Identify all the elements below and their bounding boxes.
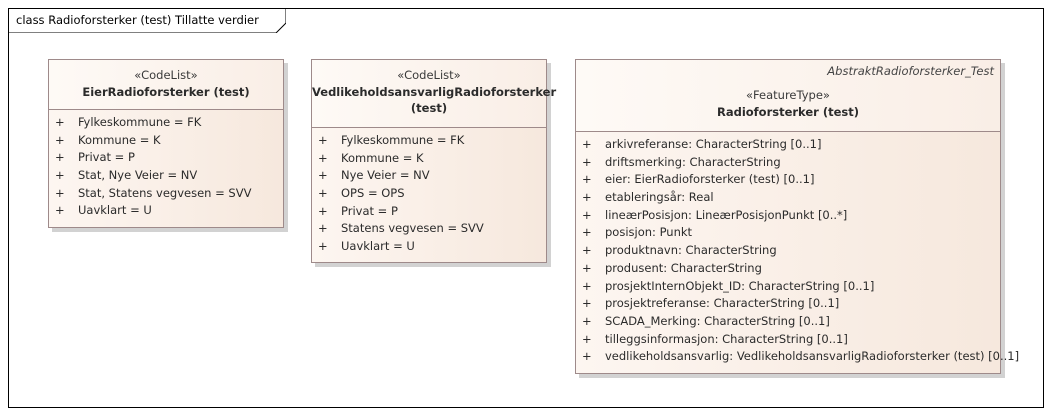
frame-tab-shape bbox=[8, 8, 286, 33]
attribute-row[interactable]: + Nye Veier = NV bbox=[312, 167, 546, 185]
class-header: AbstraktRadioforsterker_Test «FeatureTyp… bbox=[576, 60, 1000, 132]
attribute-text: Kommune = K bbox=[78, 132, 161, 147]
class-vedlikeholdsansvarlig-radioforsterker[interactable]: «CodeList» VedlikeholdsansvarligRadiofor… bbox=[311, 59, 557, 263]
attribute-row[interactable]: + Privat = P bbox=[312, 203, 546, 221]
visibility-marker: + bbox=[318, 133, 328, 147]
visibility-marker: + bbox=[582, 296, 592, 311]
visibility-marker: + bbox=[582, 207, 592, 222]
visibility-marker: + bbox=[582, 313, 592, 328]
attribute-text: produktnavn: CharacterString bbox=[605, 243, 777, 258]
attribute-text: posisjon: Punkt bbox=[605, 225, 693, 240]
attribute-row[interactable]: + Fylkeskommune = FK bbox=[312, 132, 546, 150]
visibility-marker: + bbox=[318, 239, 328, 254]
attribute-text: Kommune = K bbox=[341, 150, 424, 165]
attribute-text: Statens vegvesen = SVV bbox=[341, 221, 484, 236]
attribute-list: + Fylkeskommune = FK + Kommune = K + Privat… bbox=[49, 110, 283, 220]
attribute-text: Nye Veier = NV bbox=[341, 168, 430, 183]
visibility-marker: + bbox=[582, 349, 592, 364]
visibility-marker: + bbox=[582, 243, 592, 258]
visibility-marker: + bbox=[318, 186, 328, 201]
visibility-marker: + bbox=[55, 150, 65, 165]
attribute-row[interactable]: + Kommune = K bbox=[312, 150, 546, 168]
attribute-list: + Fylkeskommune = FK + Kommune = K + Nye Ve… bbox=[312, 128, 546, 256]
class-stereotype: «CodeList» bbox=[397, 68, 461, 82]
attribute-row[interactable]: + Stat, Nye Veier = NV bbox=[49, 167, 283, 185]
visibility-marker: + bbox=[55, 203, 65, 218]
visibility-marker: + bbox=[55, 115, 65, 129]
attribute-row[interactable]: + prosjektreferanse: CharacterString [0..… bbox=[576, 295, 1000, 313]
class-stereotype: «FeatureType» bbox=[746, 88, 830, 102]
attribute-text: Privat = P bbox=[341, 203, 398, 218]
attribute-row[interactable]: + produktnavn: CharacterString bbox=[576, 242, 1000, 260]
class-name-line2: (test) bbox=[410, 101, 448, 115]
visibility-marker: + bbox=[582, 225, 592, 240]
attribute-row[interactable]: + etableringsår: Real bbox=[576, 189, 1000, 207]
visibility-marker: + bbox=[318, 168, 328, 183]
attribute-row[interactable]: + lineærPosisjon: LineærPosisjonPunkt [0.… bbox=[576, 207, 1000, 225]
visibility-marker: + bbox=[582, 190, 592, 205]
visibility-marker: + bbox=[582, 260, 592, 275]
visibility-marker: + bbox=[582, 278, 592, 293]
attribute-text: prosjektInternObjekt_ID: CharacterString… bbox=[605, 278, 875, 293]
visibility-marker: + bbox=[582, 331, 592, 346]
attribute-text: tilleggsinformasjon: CharacterString [0.… bbox=[605, 331, 848, 346]
class-name: Radioforsterker (test) bbox=[716, 105, 860, 119]
attribute-text: Stat, Nye Veier = NV bbox=[78, 168, 198, 183]
attribute-text: OPS = OPS bbox=[341, 186, 405, 201]
class-header: «CodeList» VedlikeholdsansvarligRadiofor… bbox=[312, 60, 557, 128]
attribute-row[interactable]: + arkivreferanse: CharacterString [0..1] bbox=[576, 136, 1000, 154]
attribute-row[interactable]: + Fylkeskommune = FK bbox=[49, 114, 283, 132]
attribute-row[interactable]: + Stat, Statens vegvesen = SVV bbox=[49, 185, 283, 203]
attribute-text: Fylkeskommune = FK bbox=[341, 133, 465, 147]
attribute-list: +arkivreferanse: CharacterString [0..1] … bbox=[576, 132, 1019, 366]
attribute-text: lineærPosisjon: LineærPosisjonPunkt [0..… bbox=[605, 207, 848, 222]
attribute-row[interactable]: + tilleggsinformasjon: CharacterString [0… bbox=[576, 331, 1000, 349]
attribute-row[interactable]: + posisjon: Punkt bbox=[576, 224, 1000, 242]
attribute-text: etableringsår: Real bbox=[605, 190, 714, 205]
attribute-text: arkivreferanse: CharacterString [0..1] bbox=[605, 137, 822, 151]
attribute-text: driftsmerking: CharacterString bbox=[605, 154, 781, 169]
class-name: EierRadioforsterker (test) bbox=[82, 85, 250, 99]
attribute-row[interactable]: + Uavklart = U bbox=[49, 202, 283, 220]
attribute-text: prosjektreferanse: CharacterString [0..1… bbox=[605, 296, 840, 311]
attribute-text: SCADA_Merking: CharacterString [0..1] bbox=[605, 313, 830, 328]
visibility-marker: + bbox=[318, 203, 328, 218]
diagram-frame bbox=[8, 8, 1044, 408]
parent-class-label: AbstraktRadioforsterker_Test bbox=[827, 64, 994, 78]
attribute-row[interactable]: + produsent: CharacterString bbox=[576, 260, 1000, 278]
attribute-row[interactable]: + SCADA_Merking: CharacterString [0..1] bbox=[576, 313, 1000, 331]
attribute-row[interactable]: + OPS = OPS bbox=[312, 185, 546, 203]
class-name-line1: VedlikeholdsansvarligRadioforsterker bbox=[312, 85, 557, 99]
attribute-text: Fylkeskommune = FK bbox=[78, 115, 202, 129]
visibility-marker: + bbox=[318, 150, 328, 165]
attribute-row[interactable]: + Privat = P bbox=[49, 149, 283, 167]
visibility-marker: + bbox=[582, 154, 592, 169]
attribute-text: Uavklart = U bbox=[78, 203, 152, 218]
attribute-row[interactable]: + Statens vegvesen = SVV bbox=[312, 220, 546, 238]
attribute-row[interactable]: + driftsmerking: CharacterString bbox=[576, 154, 1000, 172]
diagram-title: class Radioforsterker (test) Tillatte ve… bbox=[16, 13, 259, 27]
attribute-text: Stat, Statens vegvesen = SVV bbox=[78, 185, 252, 200]
class-eier-radioforsterker[interactable]: «CodeList» EierRadioforsterker (test) + F… bbox=[48, 59, 284, 228]
visibility-marker: + bbox=[55, 132, 65, 147]
visibility-marker: + bbox=[55, 185, 65, 200]
visibility-marker: + bbox=[318, 221, 328, 236]
attribute-row[interactable]: + Uavklart = U bbox=[312, 238, 546, 256]
attribute-text: Uavklart = U bbox=[341, 239, 415, 254]
diagram-title-tab: class Radioforsterker (test) Tillatte ve… bbox=[8, 8, 286, 33]
class-radioforsterker[interactable]: AbstraktRadioforsterker_Test «FeatureTyp… bbox=[575, 59, 1019, 374]
visibility-marker: + bbox=[582, 137, 592, 151]
visibility-marker: + bbox=[582, 172, 592, 187]
attribute-row[interactable]: + prosjektInternObjekt_ID: CharacterStrin… bbox=[576, 278, 1000, 296]
visibility-marker: + bbox=[55, 168, 65, 183]
attribute-text: Privat = P bbox=[78, 150, 135, 165]
attribute-text: eier: EierRadioforsterker (test) [0..1] bbox=[605, 172, 815, 187]
attribute-row[interactable]: + Kommune = K bbox=[49, 132, 283, 150]
attribute-row[interactable]: + vedlikeholdsansvarlig: Vedlikeholdsansv… bbox=[576, 348, 1019, 366]
attribute-text: produsent: CharacterString bbox=[605, 260, 762, 275]
attribute-row[interactable]: + eier: EierRadioforsterker (test) [0..1] bbox=[576, 171, 1000, 189]
class-header: «CodeList» EierRadioforsterker (test) bbox=[49, 60, 283, 110]
class-stereotype: «CodeList» bbox=[134, 68, 198, 82]
attribute-text: vedlikeholdsansvarlig: Vedlikeholdsansva… bbox=[605, 349, 1020, 364]
